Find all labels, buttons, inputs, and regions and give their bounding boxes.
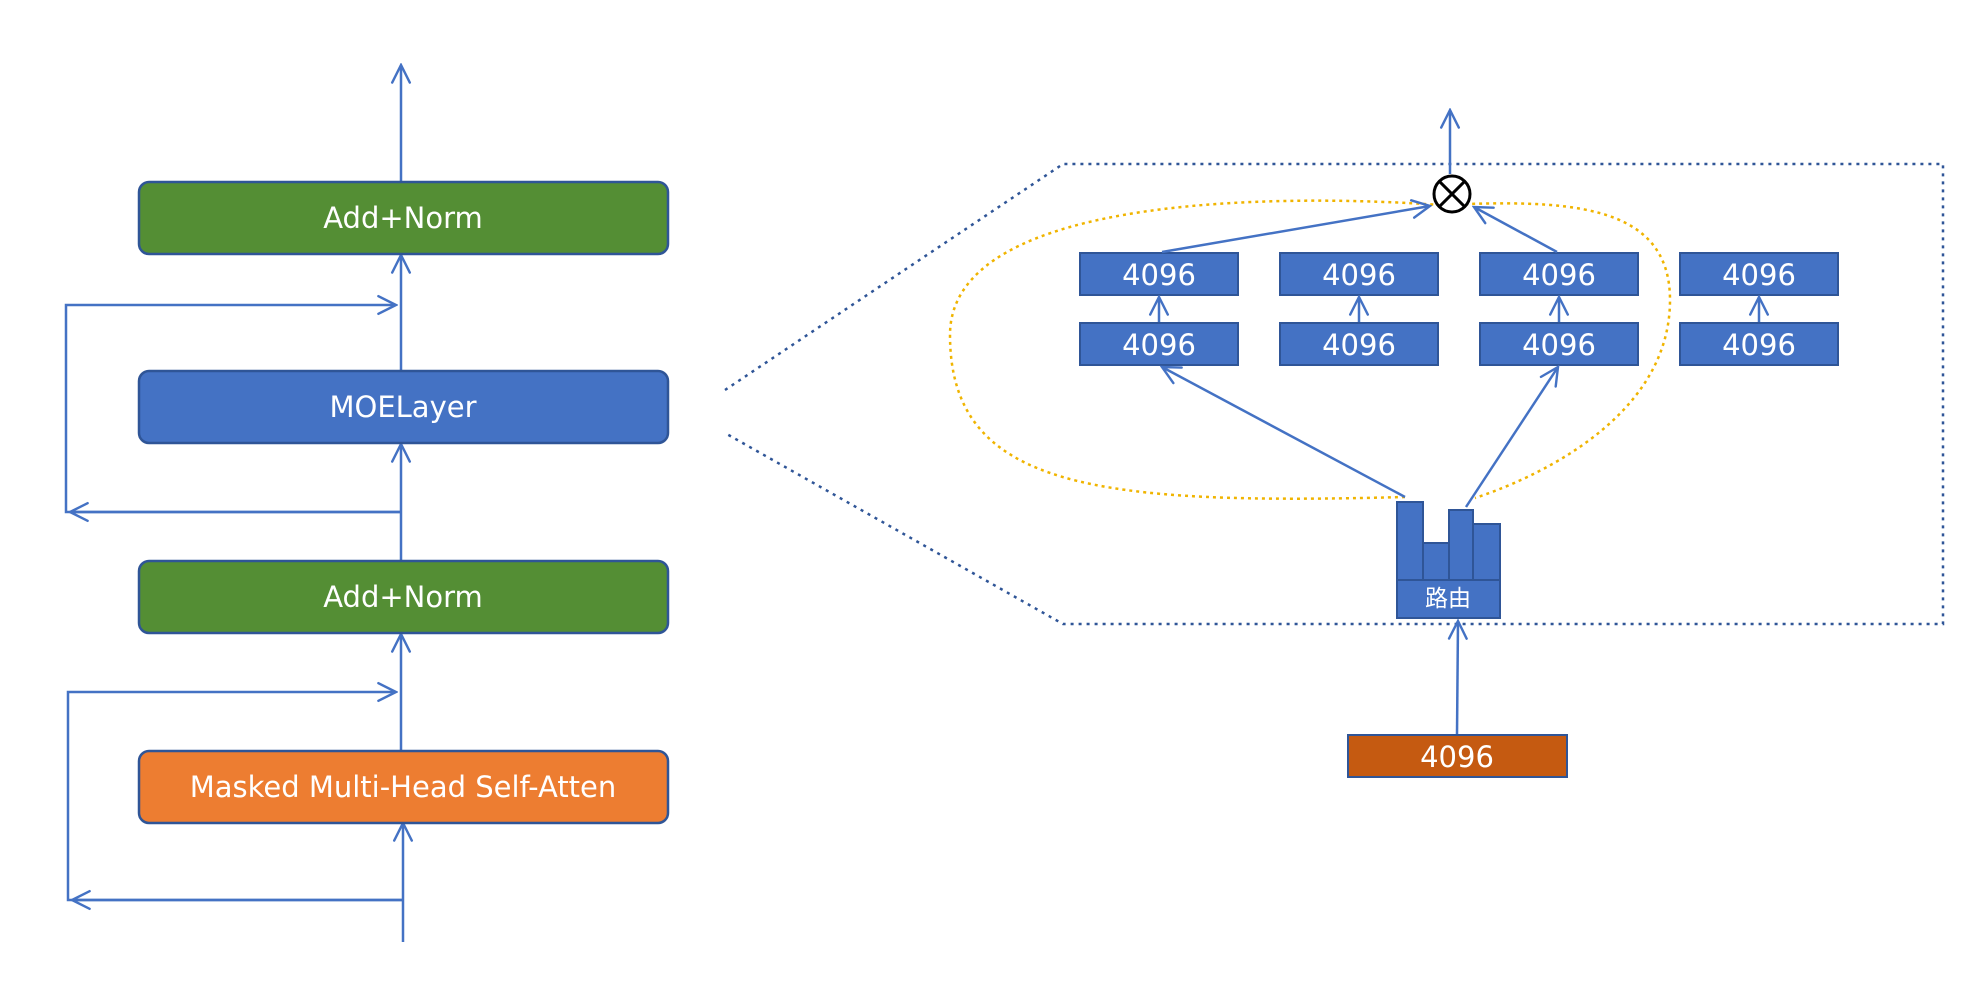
router-label-box — [1396, 579, 1501, 619]
add-norm-bottom-label: Add+Norm — [323, 580, 483, 614]
input-token-label: 4096 — [1420, 740, 1494, 774]
router-label: 路由 — [1425, 586, 1471, 612]
expert-3-top-label: 4096 — [1522, 258, 1596, 292]
expert-1-bottom-label: 4096 — [1122, 328, 1196, 362]
add-norm-top-block — [137, 180, 670, 256]
attention-label: Masked Multi-Head Self-Atten — [190, 770, 617, 804]
expert-1-bottom — [1079, 322, 1239, 366]
expert-1-top-label: 4096 — [1122, 258, 1196, 292]
expert-2-top-label: 4096 — [1322, 258, 1396, 292]
expert-1-to-combine-arrow — [1161, 206, 1430, 254]
add-norm-top-label: Add+Norm — [323, 201, 483, 235]
input-token-box — [1347, 734, 1568, 778]
gating-loop — [948, 199, 1672, 500]
expert-3-to-combine-arrow — [1474, 207, 1558, 254]
router-to-expert-3-arrow — [1464, 367, 1558, 508]
combine-operator — [1161, 110, 1558, 254]
expert-4-top — [1679, 252, 1839, 296]
input-token: 4096 — [1347, 621, 1568, 778]
moe-layer-block — [137, 369, 670, 445]
left-stack: Add+Norm MOELayer Add+Norm Masked Multi-… — [64, 65, 670, 942]
attention-block — [137, 749, 670, 825]
expert-3-bottom-label: 4096 — [1522, 328, 1596, 362]
expert-2-bottom — [1279, 322, 1439, 366]
router-to-expert-1-arrow — [1162, 367, 1406, 499]
input-to-router-arrow — [1457, 621, 1458, 735]
expert-2-bottom-label: 4096 — [1322, 328, 1396, 362]
expert-1-top — [1079, 252, 1239, 296]
moe-layer-label: MOELayer — [329, 390, 476, 424]
experts: 4096 4096 4096 4096 4096 4096 4096 4096 — [1079, 252, 1839, 366]
zoom-callout — [724, 162, 1945, 626]
zoom-outline — [724, 162, 1945, 626]
expert-4-top-label: 4096 — [1722, 258, 1796, 292]
expert-4-bottom-label: 4096 — [1722, 328, 1796, 362]
otimes-cross-b — [1438, 180, 1466, 208]
router: 路由 — [1162, 367, 1558, 619]
expert-3-bottom — [1479, 322, 1639, 366]
expert-4-bottom — [1679, 322, 1839, 366]
add-norm-bottom-block — [137, 559, 670, 635]
expert-2-top — [1279, 252, 1439, 296]
